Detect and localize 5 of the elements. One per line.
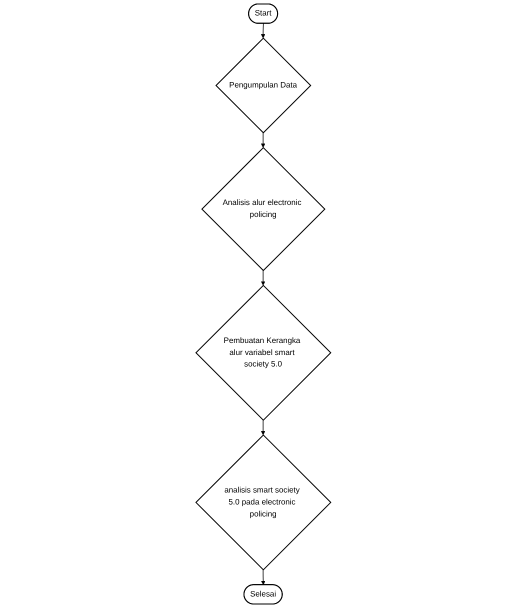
arrow (261, 270, 266, 286)
arrow (261, 569, 266, 586)
arrow (261, 132, 266, 148)
arrow (261, 23, 266, 38)
arrow (261, 420, 266, 436)
